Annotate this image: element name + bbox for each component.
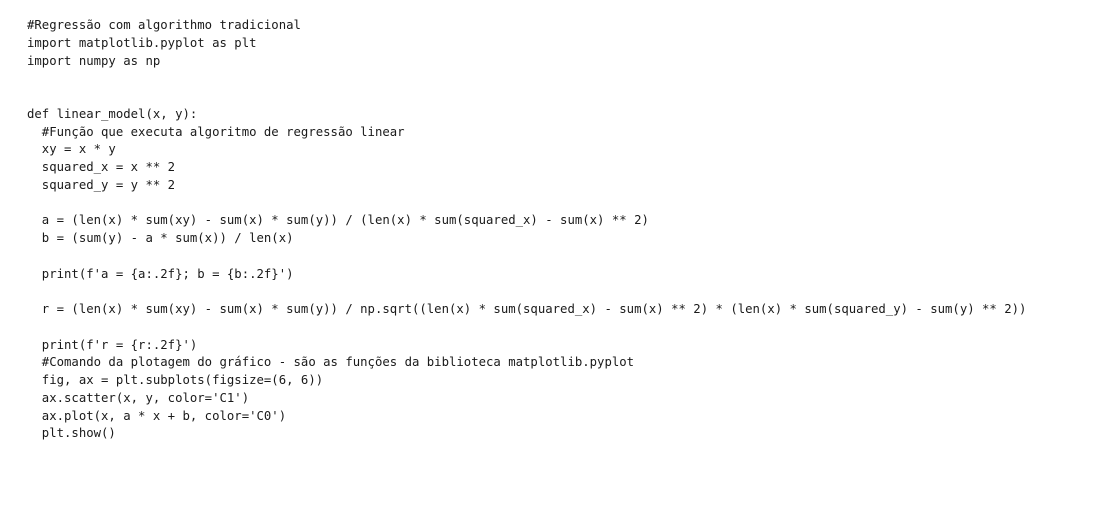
code-block[interactable]: #Regressão com algorithmo tradicional imp… <box>27 17 1111 443</box>
code-line-a-formula: a = (len(x) * sum(xy) - sum(x) * sum(y))… <box>27 213 649 228</box>
code-line-xy: xy = x * y <box>27 142 116 157</box>
code-line-comment-title: #Regressão com algorithmo tradicional <box>27 18 301 32</box>
code-line-import-numpy: import numpy as np <box>27 53 161 68</box>
code-line-subplots: fig, ax = plt.subplots(figsize=(6, 6)) <box>27 373 324 387</box>
code-line-blank <box>27 248 1111 266</box>
code-line-squared-y: squared_y = y ** 2 <box>27 177 176 192</box>
code-line-plot: ax.plot(x, a * x + b, color='C0') <box>27 408 287 423</box>
code-line-b-formula: b = (sum(y) - a * sum(x)) / len(x) <box>27 231 294 245</box>
code-line-blank <box>27 195 1111 213</box>
code-line-blank <box>27 88 1111 106</box>
code-line-print-r: print(f'r = {r:.2f}') <box>27 337 198 352</box>
code-line-import-matplotlib: import matplotlib.pyplot as plt <box>27 35 257 50</box>
code-line-def-linear-model: def linear_model(x, y): <box>27 106 198 121</box>
code-line-squared-x: squared_x = x ** 2 <box>27 160 176 174</box>
code-line-blank <box>27 283 1111 301</box>
code-line-comment-plot: #Comando da plotagem do gráfico - são as… <box>27 355 635 370</box>
code-line-print-ab: print(f'a = {a:.2f}; b = {b:.2f}') <box>27 266 294 281</box>
code-line-scatter: ax.scatter(x, y, color='C1') <box>27 390 250 405</box>
code-line-show: plt.show() <box>27 426 116 441</box>
code-line-blank <box>27 319 1111 337</box>
code-line-blank <box>27 70 1111 88</box>
code-line-comment-function: #Função que executa algoritmo de regress… <box>27 124 405 139</box>
code-line-r-formula: r = (len(x) * sum(xy) - sum(x) * sum(y))… <box>27 302 1027 316</box>
